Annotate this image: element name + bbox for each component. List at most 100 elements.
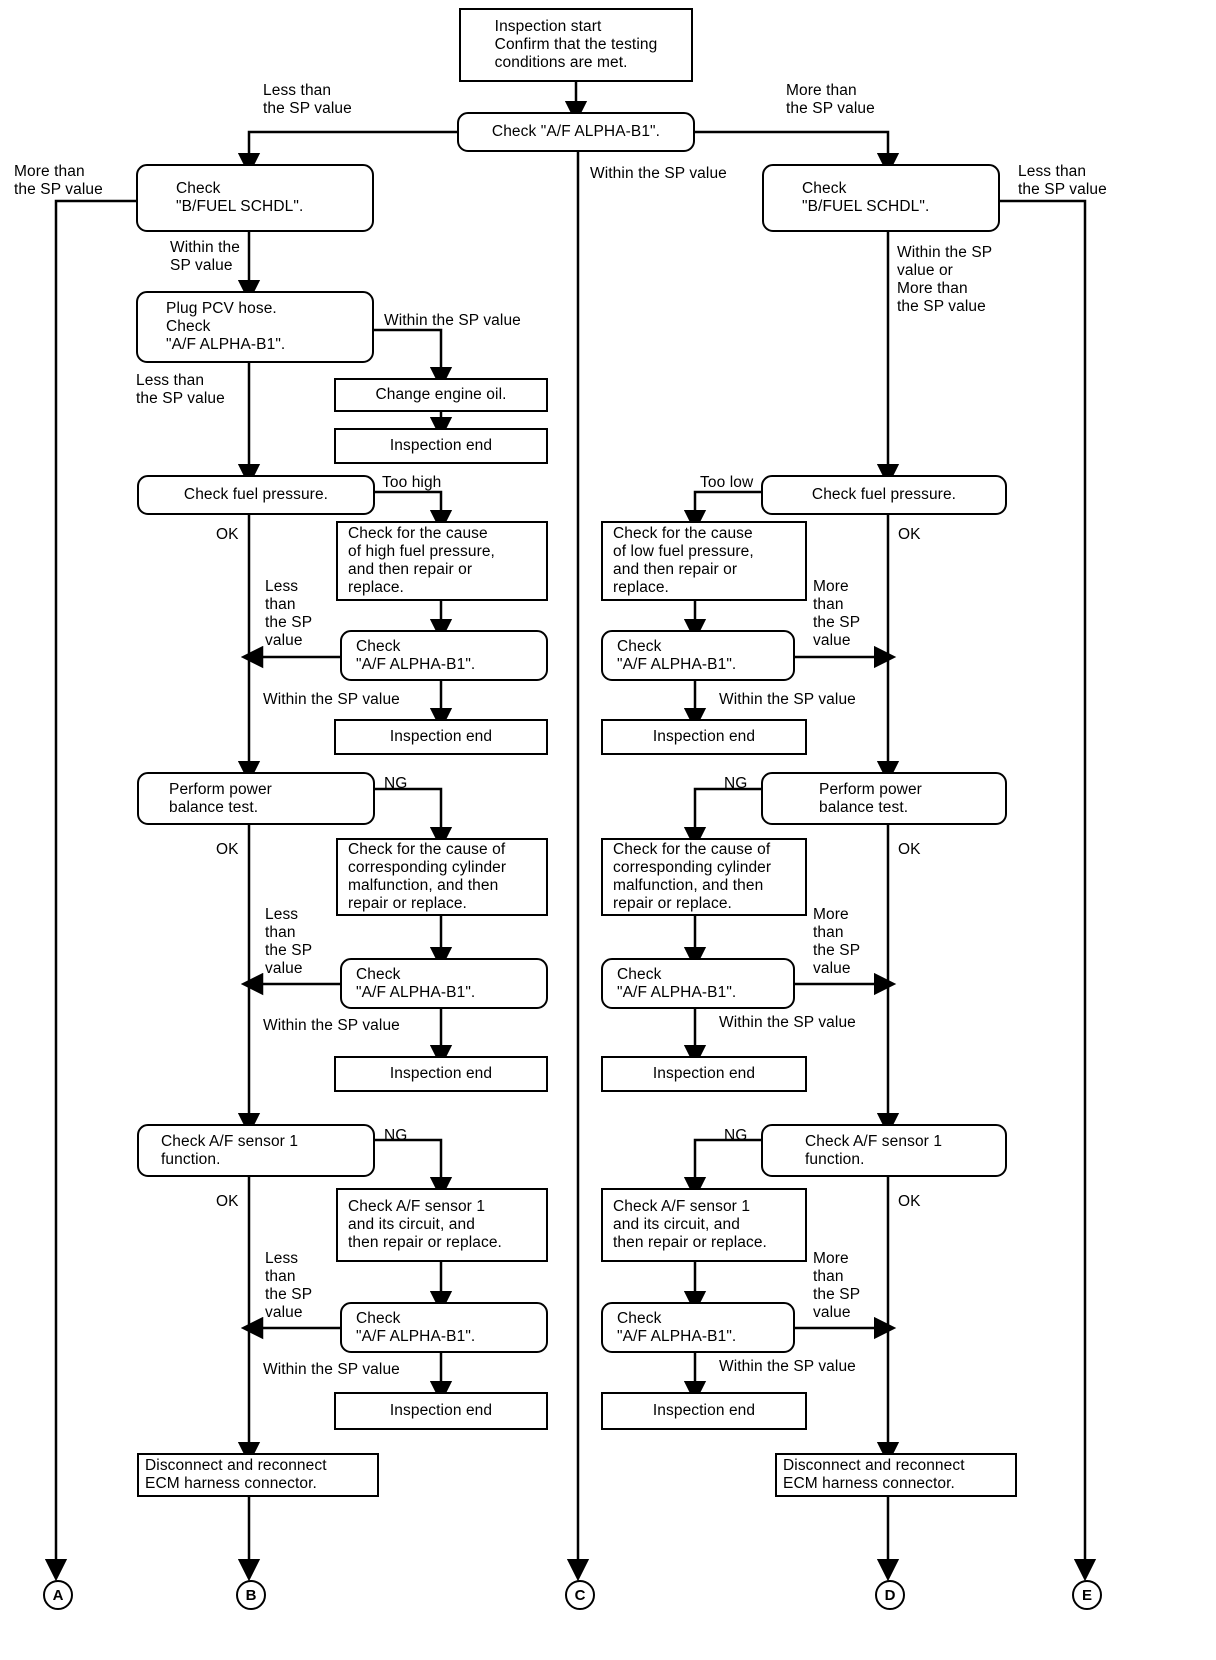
node-label: Check "A/F ALPHA-B1". bbox=[617, 637, 737, 673]
node-label: Inspection end bbox=[652, 1065, 756, 1083]
node-label: Check "A/F ALPHA-B1". bbox=[356, 965, 476, 1001]
node-label: Check "A/F ALPHA-B1". bbox=[617, 1309, 737, 1345]
edge-label-more-stack-3: More than the SP value bbox=[813, 1250, 861, 1321]
edge-label-less-than-sp-top: Less than the SP value bbox=[263, 82, 352, 117]
node-check-fuel-pressure-left: Check fuel pressure. bbox=[137, 475, 375, 515]
edge-label-less-stack-1: Less than the SP value bbox=[265, 578, 313, 649]
node-label: Inspection end bbox=[652, 728, 756, 746]
edge-label-ng-left-1: NG bbox=[384, 775, 408, 792]
node-label: Inspection start Confirm that the testin… bbox=[494, 18, 658, 71]
node-af-circuit-right: Check A/F sensor 1 and its circuit, and … bbox=[601, 1188, 807, 1262]
node-label: Perform power balance test. bbox=[169, 780, 272, 816]
node-power-balance-left: Perform power balance test. bbox=[137, 772, 375, 825]
edge-label-ok-right-3: OK bbox=[898, 1193, 921, 1210]
edge-label-ng-right-1: NG bbox=[724, 775, 748, 792]
connector-a: A bbox=[43, 1580, 73, 1610]
node-power-balance-right: Perform power balance test. bbox=[761, 772, 1007, 825]
node-af-sensor-function-right: Check A/F sensor 1 function. bbox=[761, 1124, 1007, 1177]
node-inspection-end-3: Inspection end bbox=[601, 719, 807, 755]
node-cause-cylinder-right: Check for the cause of corresponding cyl… bbox=[601, 838, 807, 916]
edge-label-more-than-sp-top: More than the SP value bbox=[786, 82, 875, 117]
node-label: Check for the cause of low fuel pressure… bbox=[613, 525, 754, 596]
edge-label-ok-left-1: OK bbox=[216, 526, 239, 543]
node-ecm-harness-left: Disconnect and reconnect ECM harness con… bbox=[137, 1453, 379, 1497]
connector-b: B bbox=[236, 1580, 266, 1610]
node-af-sensor-function-left: Check A/F sensor 1 function. bbox=[137, 1124, 375, 1177]
node-cause-high-fuel-pressure: Check for the cause of high fuel pressur… bbox=[336, 521, 548, 601]
edge-label-less-than-sp-right: Less than the SP value bbox=[1018, 163, 1107, 198]
connector-d: D bbox=[875, 1580, 905, 1610]
node-label: Check "B/FUEL SCHDL". bbox=[176, 180, 304, 215]
edge-label-within-sp-r1: Within the SP value bbox=[719, 691, 856, 708]
node-ecm-harness-right: Disconnect and reconnect ECM harness con… bbox=[775, 1453, 1017, 1497]
edge-label-within-sp-r2: Within the SP value bbox=[719, 1014, 856, 1031]
node-check-alpha-right-1: Check "A/F ALPHA-B1". bbox=[601, 630, 795, 681]
edge-label-more-stack-1: More than the SP value bbox=[813, 578, 861, 649]
node-check-alpha-right-3: Check "A/F ALPHA-B1". bbox=[601, 1302, 795, 1353]
edge-label-within-sp-1: Within the SP value bbox=[263, 691, 400, 708]
node-label: Disconnect and reconnect ECM harness con… bbox=[783, 1457, 965, 1492]
connector-label: A bbox=[52, 1586, 64, 1604]
node-label: Check for the cause of high fuel pressur… bbox=[348, 525, 495, 596]
edge-label-less-stack-3: Less than the SP value bbox=[265, 1250, 313, 1321]
node-label: Inspection end bbox=[389, 437, 493, 455]
node-label: Inspection end bbox=[389, 728, 493, 746]
node-inspection-end-6: Inspection end bbox=[334, 1392, 548, 1430]
node-check-alpha-top: Check "A/F ALPHA-B1". bbox=[457, 112, 695, 152]
connector-c: C bbox=[565, 1580, 595, 1610]
node-check-alpha-right-2: Check "A/F ALPHA-B1". bbox=[601, 958, 795, 1009]
edge-label-within-sp-top-right: Within the SP value bbox=[590, 165, 727, 182]
node-inspection-end-4: Inspection end bbox=[334, 1056, 548, 1092]
connector-e: E bbox=[1072, 1580, 1102, 1610]
node-label: Inspection end bbox=[652, 1402, 756, 1420]
edge-label-less-stack-2: Less than the SP value bbox=[265, 906, 313, 977]
edge-label-within-sp-left: Within the SP value bbox=[170, 239, 240, 274]
node-bfuel-schdl-right: Check "B/FUEL SCHDL". bbox=[762, 164, 1000, 232]
node-label: Check A/F sensor 1 and its circuit, and … bbox=[613, 1198, 767, 1251]
edge-label-pcv-less-than-sp: Less than the SP value bbox=[136, 372, 225, 407]
node-label: Disconnect and reconnect ECM harness con… bbox=[145, 1457, 327, 1492]
node-label: Check A/F sensor 1 function. bbox=[161, 1132, 299, 1168]
node-bfuel-schdl-left: Check "B/FUEL SCHDL". bbox=[136, 164, 374, 232]
edge-label-ng-left-2: NG bbox=[384, 1127, 408, 1144]
node-label: Check A/F sensor 1 function. bbox=[805, 1132, 943, 1168]
node-label: Check "A/F ALPHA-B1". bbox=[617, 965, 737, 1001]
edge-label-within-sp-2: Within the SP value bbox=[263, 1017, 400, 1034]
node-label: Check fuel pressure. bbox=[811, 486, 957, 504]
edge-label-ng-right-2: NG bbox=[724, 1127, 748, 1144]
node-check-alpha-left-2: Check "A/F ALPHA-B1". bbox=[340, 958, 548, 1009]
node-inspection-start: Inspection start Confirm that the testin… bbox=[459, 8, 693, 82]
node-af-circuit-left: Check A/F sensor 1 and its circuit, and … bbox=[336, 1188, 548, 1262]
edge-label-more-stack-2: More than the SP value bbox=[813, 906, 861, 977]
node-label: Perform power balance test. bbox=[819, 780, 922, 816]
node-plug-pcv-hose: Plug PCV hose. Check "A/F ALPHA-B1". bbox=[136, 291, 374, 363]
node-inspection-end-5: Inspection end bbox=[601, 1056, 807, 1092]
edge-label-more-than-sp-left: More than the SP value bbox=[14, 163, 103, 198]
node-check-alpha-left-1: Check "A/F ALPHA-B1". bbox=[340, 630, 548, 681]
node-inspection-end-2: Inspection end bbox=[334, 719, 548, 755]
node-cause-cylinder-left: Check for the cause of corresponding cyl… bbox=[336, 838, 548, 916]
node-label: Check "A/F ALPHA-B1". bbox=[356, 637, 476, 673]
node-label: Inspection end bbox=[389, 1402, 493, 1420]
node-label: Check fuel pressure. bbox=[183, 486, 329, 504]
node-label: Check "A/F ALPHA-B1". bbox=[491, 123, 661, 141]
edge-label-within-sp-3: Within the SP value bbox=[263, 1361, 400, 1378]
edge-label-too-high: Too high bbox=[382, 474, 442, 491]
node-check-fuel-pressure-right: Check fuel pressure. bbox=[761, 475, 1007, 515]
edge-label-ok-left-2: OK bbox=[216, 841, 239, 858]
node-label: Check for the cause of corresponding cyl… bbox=[348, 841, 507, 912]
node-inspection-end-1: Inspection end bbox=[334, 428, 548, 464]
edge-label-ok-right-2: OK bbox=[898, 841, 921, 858]
node-label: Check for the cause of corresponding cyl… bbox=[613, 841, 772, 912]
edge-label-ok-right-1: OK bbox=[898, 526, 921, 543]
node-label: Plug PCV hose. Check "A/F ALPHA-B1". bbox=[166, 300, 286, 353]
node-cause-low-fuel-pressure: Check for the cause of low fuel pressure… bbox=[601, 521, 807, 601]
node-label: Change engine oil. bbox=[375, 386, 507, 404]
node-label: Check "A/F ALPHA-B1". bbox=[356, 1309, 476, 1345]
node-check-alpha-left-3: Check "A/F ALPHA-B1". bbox=[340, 1302, 548, 1353]
node-label: Check "B/FUEL SCHDL". bbox=[802, 180, 930, 215]
edge-label-pcv-within-sp: Within the SP value bbox=[384, 312, 521, 329]
node-inspection-end-7: Inspection end bbox=[601, 1392, 807, 1430]
